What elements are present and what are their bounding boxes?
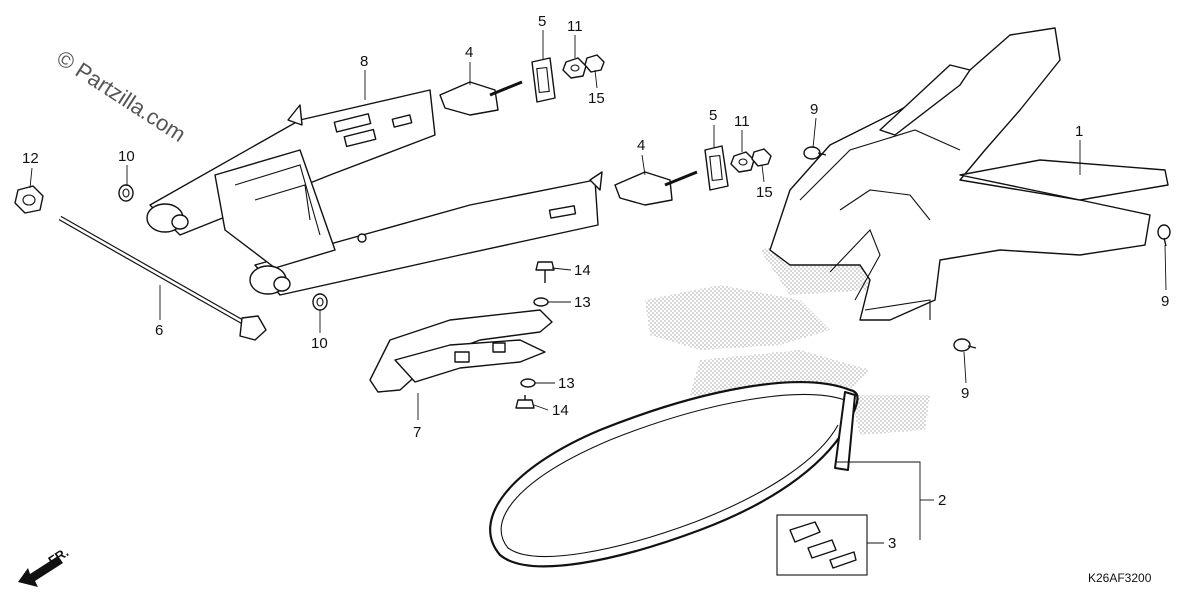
rear-fender-part-1[interactable] <box>769 27 1169 321</box>
nut-part-11-upper[interactable] <box>562 57 587 79</box>
pivot-bolt-part-6[interactable] <box>58 215 267 341</box>
screw-part-14-upper[interactable] <box>535 261 555 283</box>
bolt-part-9-lower[interactable] <box>953 338 977 352</box>
callout-5-upper: 5 <box>538 13 546 30</box>
callout-9-upper: 9 <box>810 101 818 118</box>
chain-adjuster-part-4-upper[interactable] <box>439 80 523 116</box>
callout-14-lower: 14 <box>552 402 569 419</box>
callout-14-upper: 14 <box>574 262 591 279</box>
chain-adjuster-part-4-lower[interactable] <box>614 170 698 206</box>
callout-4-lower: 4 <box>637 137 645 154</box>
callout-6: 6 <box>155 322 163 339</box>
callout-3: 3 <box>888 535 896 552</box>
callout-5-lower: 5 <box>709 107 717 124</box>
callout-13-upper: 13 <box>574 294 591 311</box>
callout-11-lower: 11 <box>734 113 750 130</box>
screw-part-14-lower[interactable] <box>515 395 535 409</box>
nut-part-15-lower[interactable] <box>751 148 772 167</box>
watermark: © Partzilla.com <box>52 45 190 147</box>
collar-part-10-lower[interactable] <box>312 293 328 311</box>
callout-15-upper: 15 <box>588 90 605 107</box>
callout-9-right: 9 <box>1161 293 1169 310</box>
callout-9-lower: 9 <box>961 385 969 402</box>
nut-part-12[interactable] <box>14 185 44 214</box>
callout-12: 12 <box>22 150 39 167</box>
callout-1: 1 <box>1075 123 1083 140</box>
collar-part-10-upper[interactable] <box>118 184 134 202</box>
callout-13-lower: 13 <box>558 375 575 392</box>
swingarm-part-8[interactable] <box>146 89 603 296</box>
callout-15-lower: 15 <box>756 184 773 201</box>
callout-labels: 1 2 3 4 4 5 5 6 7 8 9 9 9 10 10 11 11 12… <box>22 13 1169 552</box>
bolt-part-9-upper[interactable] <box>803 146 827 160</box>
chain-slider-part-7[interactable] <box>369 309 553 393</box>
bolt-part-9-right[interactable] <box>1157 224 1171 247</box>
nut-part-11-lower[interactable] <box>730 151 755 173</box>
callout-10-upper: 10 <box>118 148 135 165</box>
callout-2: 2 <box>938 492 946 509</box>
leader-lines <box>29 30 1167 544</box>
callout-4-upper: 4 <box>465 44 473 61</box>
front-arrow-icon <box>18 556 63 587</box>
drive-chain-part-2[interactable] <box>489 381 859 568</box>
callout-11-upper: 11 <box>567 18 583 35</box>
callout-7: 7 <box>413 424 421 441</box>
diagram-code: K26AF3200 <box>1088 571 1152 585</box>
adjuster-plate-part-5-lower[interactable] <box>704 145 729 191</box>
front-direction-indicator: FR. <box>18 545 71 587</box>
callout-8: 8 <box>360 53 368 70</box>
washer-part-13-lower[interactable] <box>520 378 536 388</box>
washer-part-13-upper[interactable] <box>533 297 549 307</box>
callout-10-lower: 10 <box>311 335 328 352</box>
adjuster-plate-part-5-upper[interactable] <box>531 57 556 103</box>
master-link-part-3[interactable] <box>776 514 868 576</box>
nut-part-15-upper[interactable] <box>584 54 605 73</box>
